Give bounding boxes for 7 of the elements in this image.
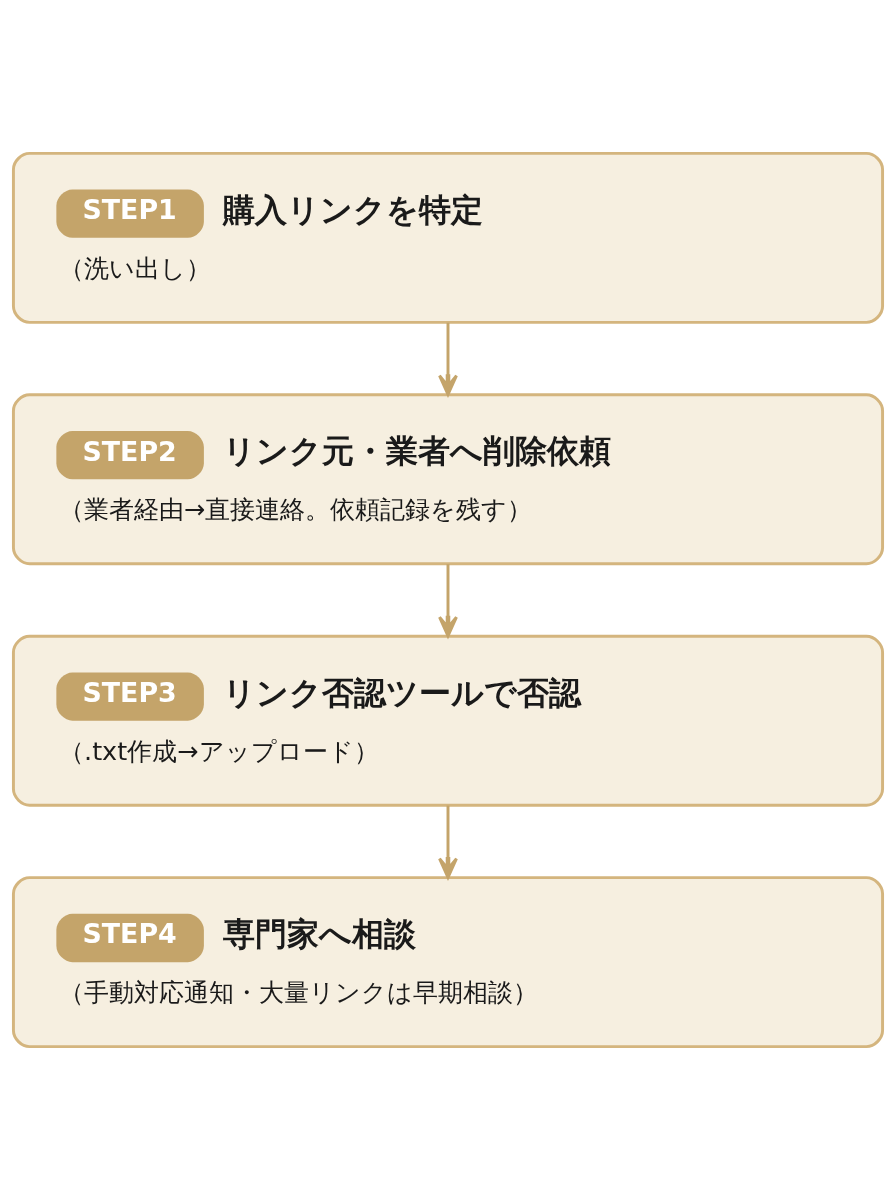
node-box: STEP1 購入リンクを特定 （洗い出し） xyxy=(11,151,885,324)
node-box: STEP3 リンク否認ツールで否認 （.txt作成→アップロード） xyxy=(11,634,885,807)
arrow xyxy=(438,322,458,396)
node-box: STEP2 リンク元・業者へ削除依頼 （業者経由→直接連絡。依頼記録を残す） xyxy=(11,393,885,566)
arrow xyxy=(438,564,458,638)
node-box: STEP4 専門家へ相談 （手動対応通知・大量リンクは早期相談） xyxy=(11,876,885,1049)
arrow xyxy=(438,805,458,879)
